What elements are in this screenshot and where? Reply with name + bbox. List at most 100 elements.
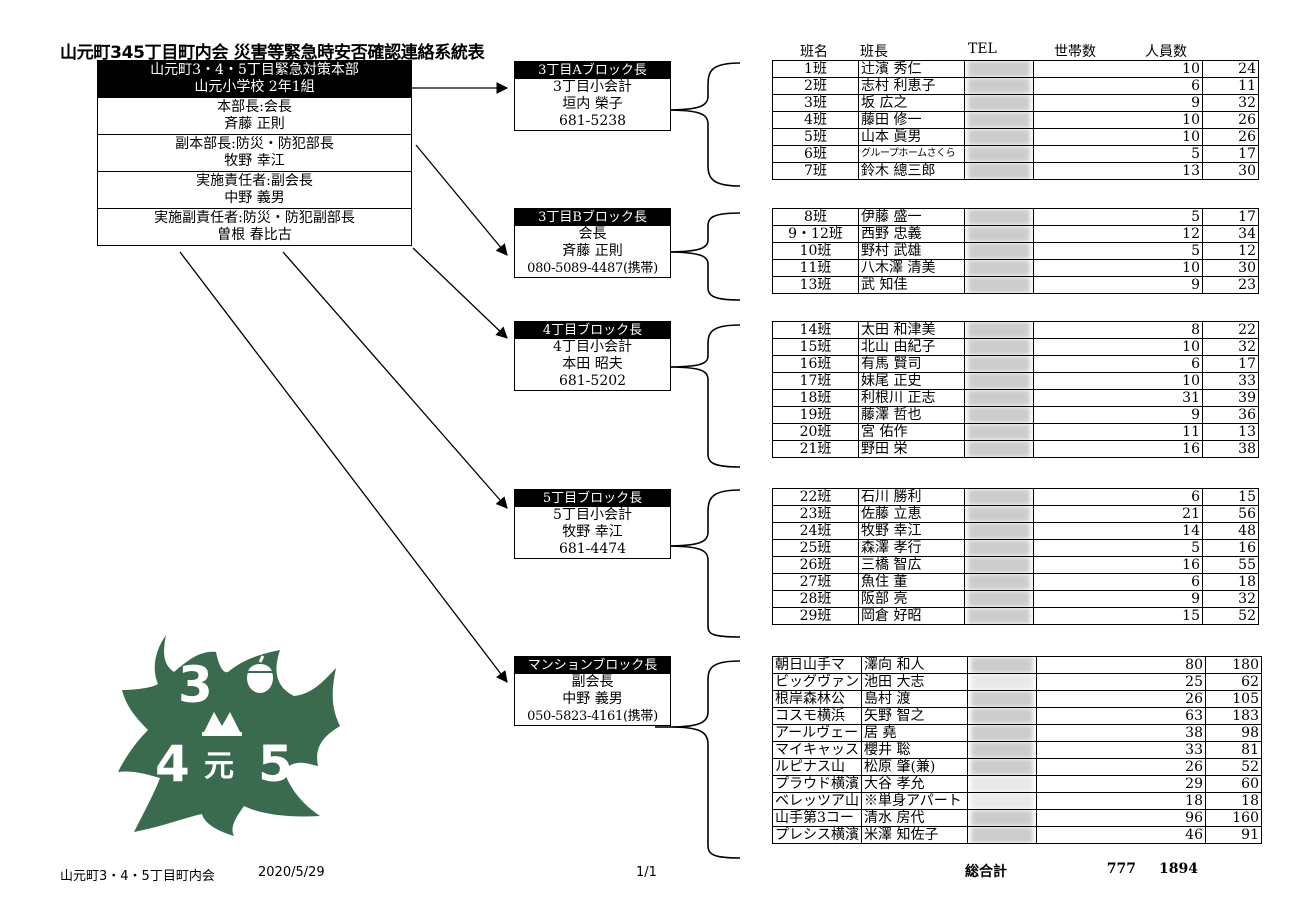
- cell-tel-redacted: [967, 707, 1037, 725]
- cell-leader: 宮 佑作: [858, 423, 965, 441]
- redaction-blur: [968, 373, 1030, 389]
- cell-han: 1班: [772, 60, 859, 78]
- cell-leader: 島村 渡: [861, 690, 968, 708]
- redaction-blur: [968, 489, 1030, 505]
- logo-number: 5: [258, 735, 293, 793]
- cell-leader: 米澤 知佐子: [861, 826, 968, 844]
- cell-households: 5: [1033, 539, 1203, 557]
- redaction-blur: [968, 163, 1030, 179]
- cell-households: 26: [1036, 758, 1206, 776]
- cell-tel-redacted: [967, 809, 1037, 827]
- redaction-blur: [971, 793, 1033, 809]
- cell-han: 山手第3コー: [772, 809, 862, 827]
- cell-tel-redacted: [964, 208, 1034, 226]
- arrow-block-5: [282, 251, 508, 509]
- cell-households: 96: [1036, 809, 1206, 827]
- cell-han: 6班: [772, 145, 859, 163]
- redaction-blur: [968, 209, 1030, 225]
- cell-households: 18: [1036, 792, 1206, 810]
- cell-households: 11: [1033, 423, 1203, 441]
- cell-people: 180: [1205, 656, 1262, 674]
- cell-households: 6: [1033, 77, 1203, 95]
- cell-people: 24: [1202, 60, 1259, 78]
- cell-han: プレシス横濱: [772, 826, 862, 844]
- cell-leader: 八木澤 清美: [858, 259, 965, 277]
- block-leader: 垣内 榮子: [562, 96, 623, 112]
- cell-han: 4班: [772, 111, 859, 129]
- redaction-blur: [968, 95, 1030, 111]
- cell-households: 25: [1036, 673, 1206, 691]
- cell-people: 34: [1202, 225, 1259, 243]
- cell-tel-redacted: [964, 94, 1034, 112]
- cell-leader: 妹尾 正史: [858, 372, 965, 390]
- cell-leader: 大谷 孝允: [861, 775, 968, 793]
- cell-households: 63: [1036, 707, 1206, 725]
- redaction-blur: [971, 657, 1033, 673]
- logo-number: 4: [155, 735, 190, 793]
- redaction-blur: [968, 277, 1030, 293]
- cell-people: 16: [1202, 539, 1259, 557]
- cell-han: 8班: [772, 208, 859, 226]
- redaction-blur: [971, 759, 1033, 775]
- cell-tel-redacted: [964, 128, 1034, 146]
- cell-people: 52: [1205, 758, 1262, 776]
- redaction-blur: [971, 827, 1033, 843]
- col-header-leader: 班長: [860, 44, 888, 60]
- cell-han: 18班: [772, 389, 859, 407]
- cell-households: 10: [1033, 259, 1203, 277]
- hq-role-name: 斉藤 正則: [224, 116, 285, 132]
- block-head: マンションブロック長: [515, 657, 670, 674]
- cell-leader: 藤田 修一: [858, 111, 965, 129]
- cell-leader: 櫻井 聡: [861, 741, 968, 759]
- cell-han: 23班: [772, 505, 859, 523]
- redaction-blur: [968, 260, 1030, 276]
- cell-people: 33: [1202, 372, 1259, 390]
- cell-people: 160: [1205, 809, 1262, 827]
- cell-people: 11: [1202, 77, 1259, 95]
- block-leader: 牧野 幸江: [562, 524, 623, 540]
- cell-han: 29班: [772, 607, 859, 625]
- cell-han: 21班: [772, 440, 859, 458]
- col-header-tel: TEL: [968, 41, 997, 57]
- hq-role-name: 曽根 春比古: [217, 227, 292, 243]
- cell-tel-redacted: [967, 792, 1037, 810]
- cell-households: 6: [1033, 573, 1203, 591]
- cell-people: 98: [1205, 724, 1262, 742]
- redaction-blur: [968, 424, 1030, 440]
- cell-households: 9: [1033, 406, 1203, 424]
- cell-han: プラウド横濱: [772, 775, 862, 793]
- redaction-blur: [971, 725, 1033, 741]
- cell-leader: 池田 大志: [861, 673, 968, 691]
- cell-households: 15: [1033, 607, 1203, 625]
- cell-han: 朝日山手マ: [772, 656, 862, 674]
- cell-han: コスモ横浜: [772, 707, 862, 725]
- cell-households: 14: [1033, 522, 1203, 540]
- cell-leader: 清水 房代: [861, 809, 968, 827]
- arrow-block-mansion: [179, 251, 508, 683]
- redaction-blur: [968, 407, 1030, 423]
- cell-han: 22班: [772, 488, 859, 506]
- cell-people: 18: [1202, 573, 1259, 591]
- cell-han: 19班: [772, 406, 859, 424]
- cell-han: ビッグヴァン: [772, 673, 862, 691]
- cell-leader: 澤向 和人: [861, 656, 968, 674]
- page-title: 山元町345丁目町内会 災害等緊急時安否確認連絡系統表: [60, 43, 485, 63]
- arrow-block-3b: [415, 144, 508, 256]
- cell-tel-redacted: [967, 673, 1037, 691]
- hq-role-label: 実施責任者:副会長: [196, 173, 313, 189]
- block-leader: 中野 義男: [562, 691, 623, 707]
- block-role: 3丁目小会計: [553, 79, 632, 95]
